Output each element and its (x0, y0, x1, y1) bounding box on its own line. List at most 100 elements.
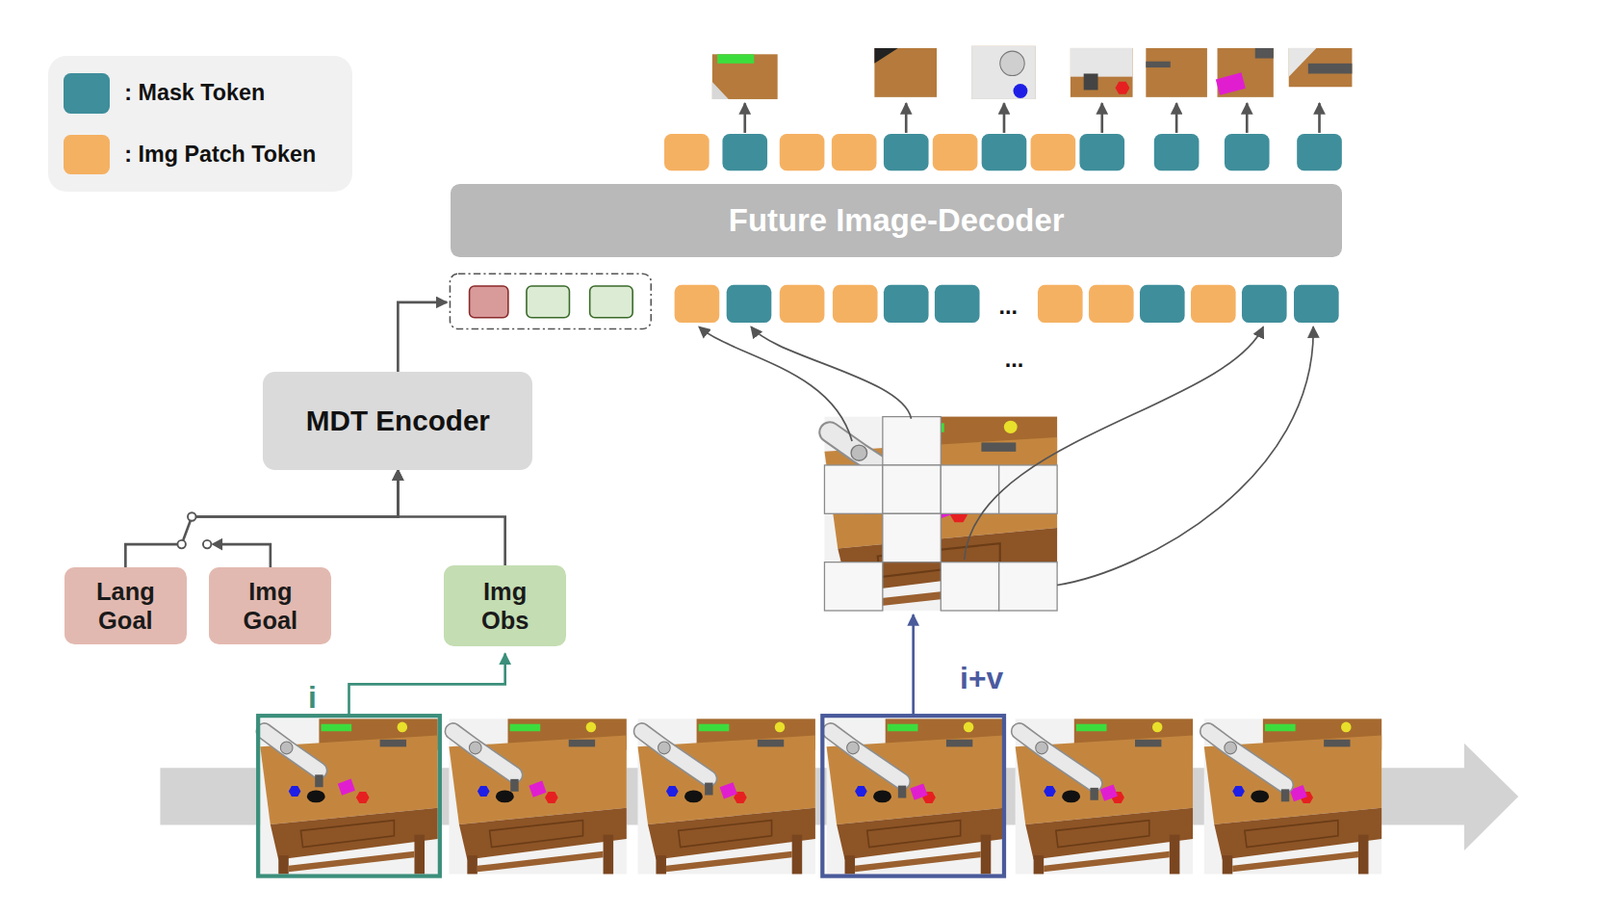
desk-leg (845, 854, 856, 874)
yellow-light (1004, 420, 1018, 434)
desk-leg (603, 834, 615, 875)
robot-arm-outline (1208, 730, 1286, 785)
scene-frame (824, 416, 1058, 611)
goal-box: Img Goal (208, 567, 332, 644)
desk-leg (1033, 854, 1045, 874)
token (1296, 133, 1342, 171)
decoder-box: Future Image-Decoder (450, 183, 1342, 258)
robot-joint (1035, 741, 1049, 754)
blue-block (477, 785, 491, 797)
robot-arm-outline (642, 730, 710, 778)
node-label: Img Obs (470, 576, 541, 636)
connector (191, 469, 398, 568)
green-button (1076, 723, 1108, 732)
robot-gripper (1308, 63, 1353, 75)
blue-block (1232, 785, 1245, 797)
black-hole (495, 789, 515, 802)
ellipsis-label: ... (999, 292, 1018, 319)
scene-frame (1204, 718, 1382, 874)
blue-block (1013, 83, 1029, 99)
token (1037, 284, 1084, 323)
token (831, 133, 878, 171)
pink-block (1215, 72, 1246, 96)
switch-layer (177, 512, 223, 550)
robot-part (1070, 48, 1134, 78)
desk-lower-shelf (1043, 851, 1170, 872)
red-block (356, 791, 370, 803)
robot-arm (1208, 730, 1286, 785)
legend-swatch (63, 134, 111, 175)
mask-patch (824, 464, 882, 514)
desk-drawer (678, 820, 773, 848)
scene-frame (1015, 718, 1193, 874)
patch-link (750, 326, 911, 418)
pink-block (720, 781, 738, 799)
blue-block (1043, 785, 1057, 797)
pink-block (1100, 783, 1118, 800)
node-label: Img Goal (235, 576, 306, 636)
green-button (321, 723, 353, 732)
legend-box: : Mask Token: Img Patch Token (48, 55, 353, 192)
yellow-light (397, 722, 409, 733)
desk-drawer (1244, 820, 1339, 848)
legend-text: : Img Patch Token (124, 141, 316, 168)
mask-patch (882, 416, 941, 465)
slider-handle (568, 739, 595, 748)
scene-frame (826, 718, 1005, 874)
robot-gripper (1089, 787, 1098, 800)
blue-block (854, 785, 868, 797)
robot-arm-outline (453, 730, 516, 775)
predicted-patch (1289, 48, 1353, 87)
scene-background (1204, 718, 1382, 874)
prediction-arrow (1003, 103, 1007, 133)
future-frame-arrow (911, 614, 915, 715)
obs-token (526, 285, 570, 318)
robot-gripper (1281, 788, 1290, 801)
robot-gripper (898, 785, 906, 799)
node-label: Future Image-Decoder (728, 201, 1065, 239)
desk-drawer (300, 820, 394, 848)
slider-handle (1135, 739, 1162, 748)
robot-arm (453, 730, 516, 775)
yellow-light (774, 722, 786, 733)
token (1031, 133, 1077, 171)
desk-leg (792, 834, 803, 875)
observation-box: Img Obs (443, 565, 567, 646)
desk-leg (1222, 854, 1234, 874)
token-group (449, 273, 651, 329)
scene-frame (259, 718, 438, 874)
ellipsis-label: ... (1005, 346, 1024, 373)
token (726, 284, 773, 323)
robot-arm (264, 730, 320, 771)
legend-entry: : Img Patch Token (63, 134, 317, 175)
black-hole (873, 789, 892, 802)
desk-leg (278, 854, 289, 874)
token (1139, 284, 1186, 323)
robot-joint (1224, 741, 1238, 754)
desk-lower-shelf (477, 851, 604, 872)
scene-background (259, 718, 438, 874)
encoder-output-arrow (397, 302, 447, 372)
robot-arm-outline (830, 730, 903, 781)
token (883, 284, 930, 323)
token (883, 133, 930, 171)
patch-image (1145, 48, 1208, 98)
desk-lower-shelf (854, 851, 981, 872)
scene-frame (637, 718, 815, 874)
green-button (717, 53, 754, 64)
mask-patch (882, 464, 941, 514)
robot-joint (658, 741, 671, 754)
prediction-arrow (1175, 103, 1179, 133)
blue-block (666, 785, 679, 797)
green-button (1264, 723, 1296, 732)
predicted-patch (1145, 48, 1208, 98)
pink-block (337, 778, 356, 796)
robot-joint (280, 741, 293, 754)
switch-contact (187, 512, 196, 520)
token (1079, 133, 1125, 171)
red-block (1115, 81, 1131, 95)
robot-joint (1000, 51, 1025, 76)
yellow-light (1341, 722, 1352, 733)
token (932, 133, 979, 171)
slider-handle (1323, 739, 1350, 748)
